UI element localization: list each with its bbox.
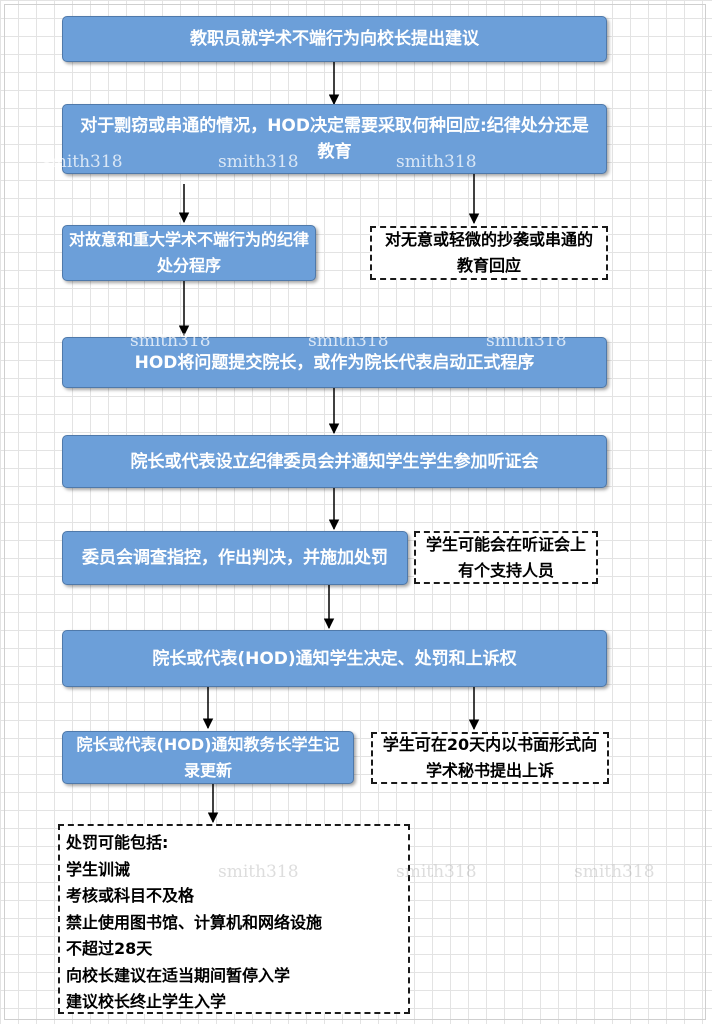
penalty-item: 向校长建议在适当期间暂停入学 [66,965,291,985]
penalty-item: 不超过28天 [66,939,153,958]
branch-disciplinary-text: 对故意和重大学术不端行为的纪律处分程序 [69,230,310,275]
step6-box: 院长或代表(HOD)通知学生决定、处罚和上诉权 [62,630,607,687]
penalties-heading: 处罚可能包括: [66,833,169,852]
branch-education-text: 对无意或轻微的抄袭或串通的教育回应 [384,230,593,275]
step5-text: 委员会调查指控，作出判决，并施加处罚 [82,548,388,568]
support-note-text: 学生可能会在听证会上有个支持人员 [425,534,586,580]
appeal-note-text: 学生可在20天内以书面形式向学术秘书提出上诉 [382,735,598,780]
diagram-frame [4,4,706,1020]
step2-text: 对于剽窃或串通的情况，HOD决定需要采取何种回应:纪律处分还是教育 [80,116,589,162]
penalty-item: 考核或科目不及格 [66,886,195,905]
step2-box: 对于剽窃或串通的情况，HOD决定需要采取何种回应:纪律处分还是教育 [62,104,607,174]
step7-text: 院长或代表(HOD)通知教务长学生记录更新 [76,734,340,780]
branch-disciplinary-box: 对故意和重大学术不端行为的纪律处分程序 [62,225,316,281]
step5-box: 委员会调查指控，作出判决，并施加处罚 [62,531,408,585]
branch-education-note: 对无意或轻微的抄袭或串通的教育回应 [370,226,608,280]
step3-text: HOD将问题提交院长，或作为院长代表启动正式程序 [134,352,535,373]
step1-text: 教职员就学术不端行为向校长提出建议 [190,29,479,49]
penalty-item: 建议校长终止学生入学 [66,992,227,1011]
step1-box: 教职员就学术不端行为向校长提出建议 [62,16,607,62]
penalty-item: 学生训诫 [66,859,131,879]
penalties-list: 处罚可能包括: 学生训诫 考核或科目不及格 禁止使用图书馆、计算机和网络设施 不… [58,824,410,1014]
step7-box: 院长或代表(HOD)通知教务长学生记录更新 [62,731,354,784]
appeal-note: 学生可在20天内以书面形式向学术秘书提出上诉 [371,732,609,784]
support-note: 学生可能会在听证会上有个支持人员 [414,531,598,584]
step6-text: 院长或代表(HOD)通知学生决定、处罚和上诉权 [152,648,517,669]
penalty-item: 禁止使用图书馆、计算机和网络设施 [66,912,323,932]
step4-text: 院长或代表设立纪律委员会并通知学生学生参加听证会 [130,451,539,472]
step3-box: HOD将问题提交院长，或作为院长代表启动正式程序 [62,337,607,388]
step4-box: 院长或代表设立纪律委员会并通知学生学生参加听证会 [62,435,607,488]
